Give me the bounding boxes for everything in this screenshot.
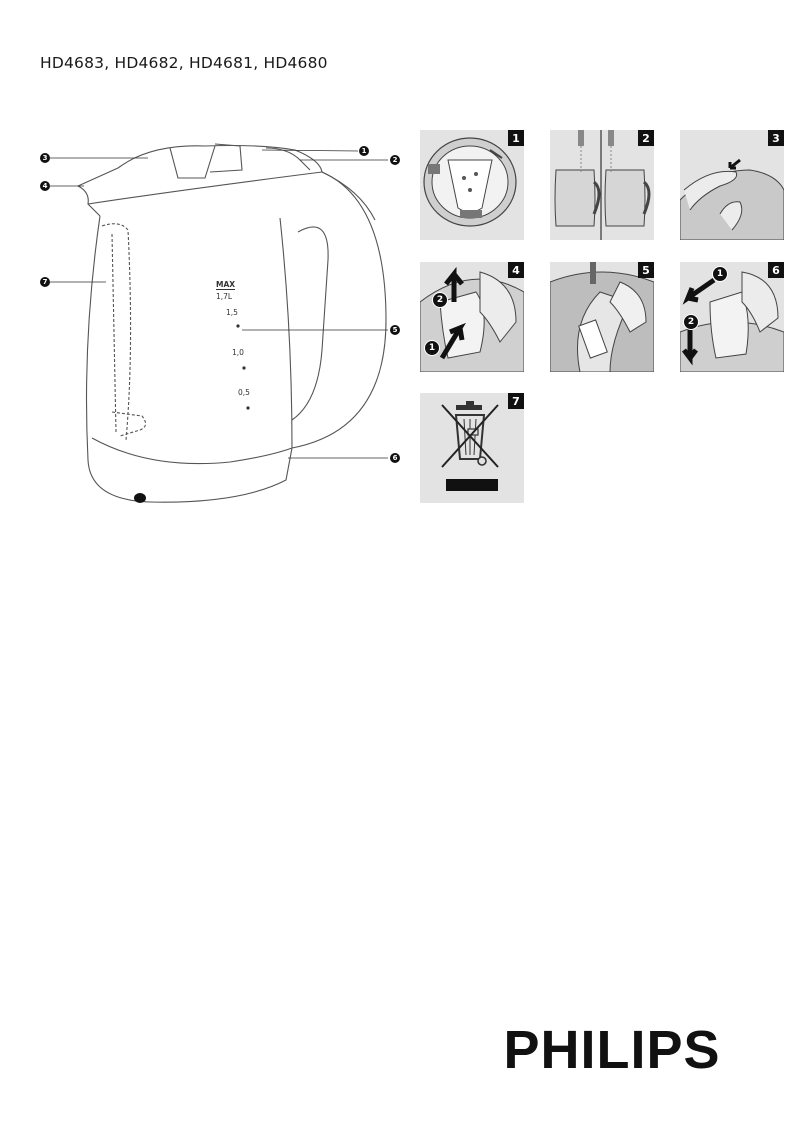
scale-mark-1-5: 1,5 xyxy=(226,308,238,317)
step-number-7: 7 xyxy=(508,393,524,409)
insert-filter-illustration xyxy=(680,271,784,372)
callout-3: 3 xyxy=(40,153,50,163)
callout-5: 5 xyxy=(390,325,400,335)
step-number-2: 2 xyxy=(638,130,654,146)
philips-logo: PHILIPS xyxy=(488,1018,736,1080)
sub-step-badge-4a: 2 xyxy=(432,292,448,308)
sub-step-badge-6a: 1 xyxy=(712,266,728,282)
step-panel-3: 3 xyxy=(680,130,784,240)
step-panel-7: 7 xyxy=(420,393,524,503)
scale-max-label: MAX xyxy=(216,280,236,290)
kettle-diagram: 1 2 3 4 5 6 7 MAX 1,7L 1,5 1,0 0,5 xyxy=(30,130,410,510)
step-panel-2: 2 xyxy=(550,130,654,240)
step-number-4: 4 xyxy=(508,262,524,278)
filter-closeup-illustration xyxy=(423,137,517,227)
scale-max-volume: 1,7L xyxy=(216,292,233,301)
document-title: HD4683, HD4682, HD4681, HD4680 xyxy=(40,54,328,72)
scale-mark-0-5: 0,5 xyxy=(238,388,250,397)
step-number-6: 6 xyxy=(768,262,784,278)
remove-filter-illustration xyxy=(420,266,524,372)
press-lid-illustration xyxy=(680,158,784,240)
kettle-illustration xyxy=(50,143,388,503)
callout-6: 6 xyxy=(390,453,400,463)
step-panel-1: 1 xyxy=(420,130,524,240)
scale-mark-1-0: 1,0 xyxy=(232,348,244,357)
step-panel-6: 1 2 6 xyxy=(680,262,784,372)
step-number-5: 5 xyxy=(638,262,654,278)
callout-2: 2 xyxy=(390,155,400,165)
callout-4: 4 xyxy=(40,181,50,191)
logo-text: PHILIPS xyxy=(503,1020,720,1080)
filling-kettle-illustration xyxy=(554,130,651,240)
step-number-3: 3 xyxy=(768,130,784,146)
rinse-filter-illustration xyxy=(550,262,654,372)
step-panel-5: 5 xyxy=(550,262,654,372)
callout-1: 1 xyxy=(359,146,369,156)
step-number-1: 1 xyxy=(508,130,524,146)
sub-step-badge-4b: 1 xyxy=(424,340,440,356)
philips-wordmark: PHILIPS xyxy=(503,1020,720,1080)
step-panel-4: 2 1 4 xyxy=(420,262,524,372)
weee-bin-icon xyxy=(441,401,499,491)
sub-step-badge-6b: 2 xyxy=(683,314,699,330)
callout-7: 7 xyxy=(40,277,50,287)
